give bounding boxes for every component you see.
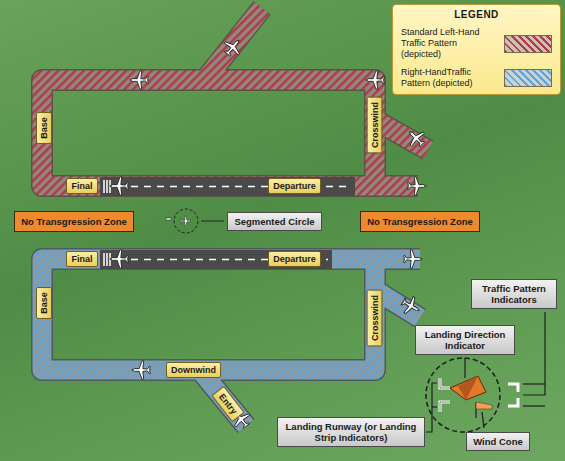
zone-box: No Transgression Zone [14,211,134,232]
zone-box: No Transgression Zone [360,211,480,232]
leg-label: Base [36,112,52,144]
legend-row: Right-HandTraffic Pattern (depicted) [401,67,552,89]
legend-title: LEGEND [393,9,560,20]
node-text: Base [39,292,49,314]
callout-box: Wind Cone [466,432,530,451]
node-text: Crosswind [370,295,380,342]
node-text: Landing Runway (or Landing Strip Indicat… [284,421,418,443]
node-text: Final [71,254,93,264]
node-text: Traffic Pattern Indicators [478,283,550,305]
node-text: Departure [273,254,316,264]
leg-label: Departure [268,178,321,194]
leg-label: Downwind [166,362,221,378]
callout-box: Segmented Circle [227,212,322,231]
node-text: Downwind [171,365,216,375]
node-text: Wind Cone [473,436,523,447]
leg-label: Crosswind [367,290,383,347]
callout-box: Landing Runway (or Landing Strip Indicat… [277,417,425,447]
legend-swatch [504,69,552,87]
node-text: Crosswind [370,102,380,149]
node-text: Departure [273,181,316,191]
leg-label: Final [66,178,98,194]
node-text: Segmented Circle [234,216,315,227]
node-text: No Transgression Zone [367,216,473,227]
leg-label: Base [36,287,52,319]
leg-label: Departure [268,251,321,267]
callout-box: Landing Direction Indicator [415,325,515,355]
callout-box: Traffic Pattern Indicators [471,279,557,309]
legend-text: Standard Left-Hand Traffic Pattern (depi… [401,27,498,60]
node-text: No Transgression Zone [21,216,127,227]
node-text: Entry [217,391,240,416]
legend-text: Right-HandTraffic Pattern (depicted) [401,67,498,89]
legend-box: LEGEND Standard Left-Hand Traffic Pattern… [392,4,561,95]
leg-label: Crosswind [367,97,383,154]
legend-row: Standard Left-Hand Traffic Pattern (depi… [401,27,552,60]
leg-label: Final [66,251,98,267]
node-text: Final [71,181,93,191]
node-text: Landing Direction Indicator [422,329,508,351]
node-text: Base [39,117,49,139]
legend-swatch [504,35,552,53]
